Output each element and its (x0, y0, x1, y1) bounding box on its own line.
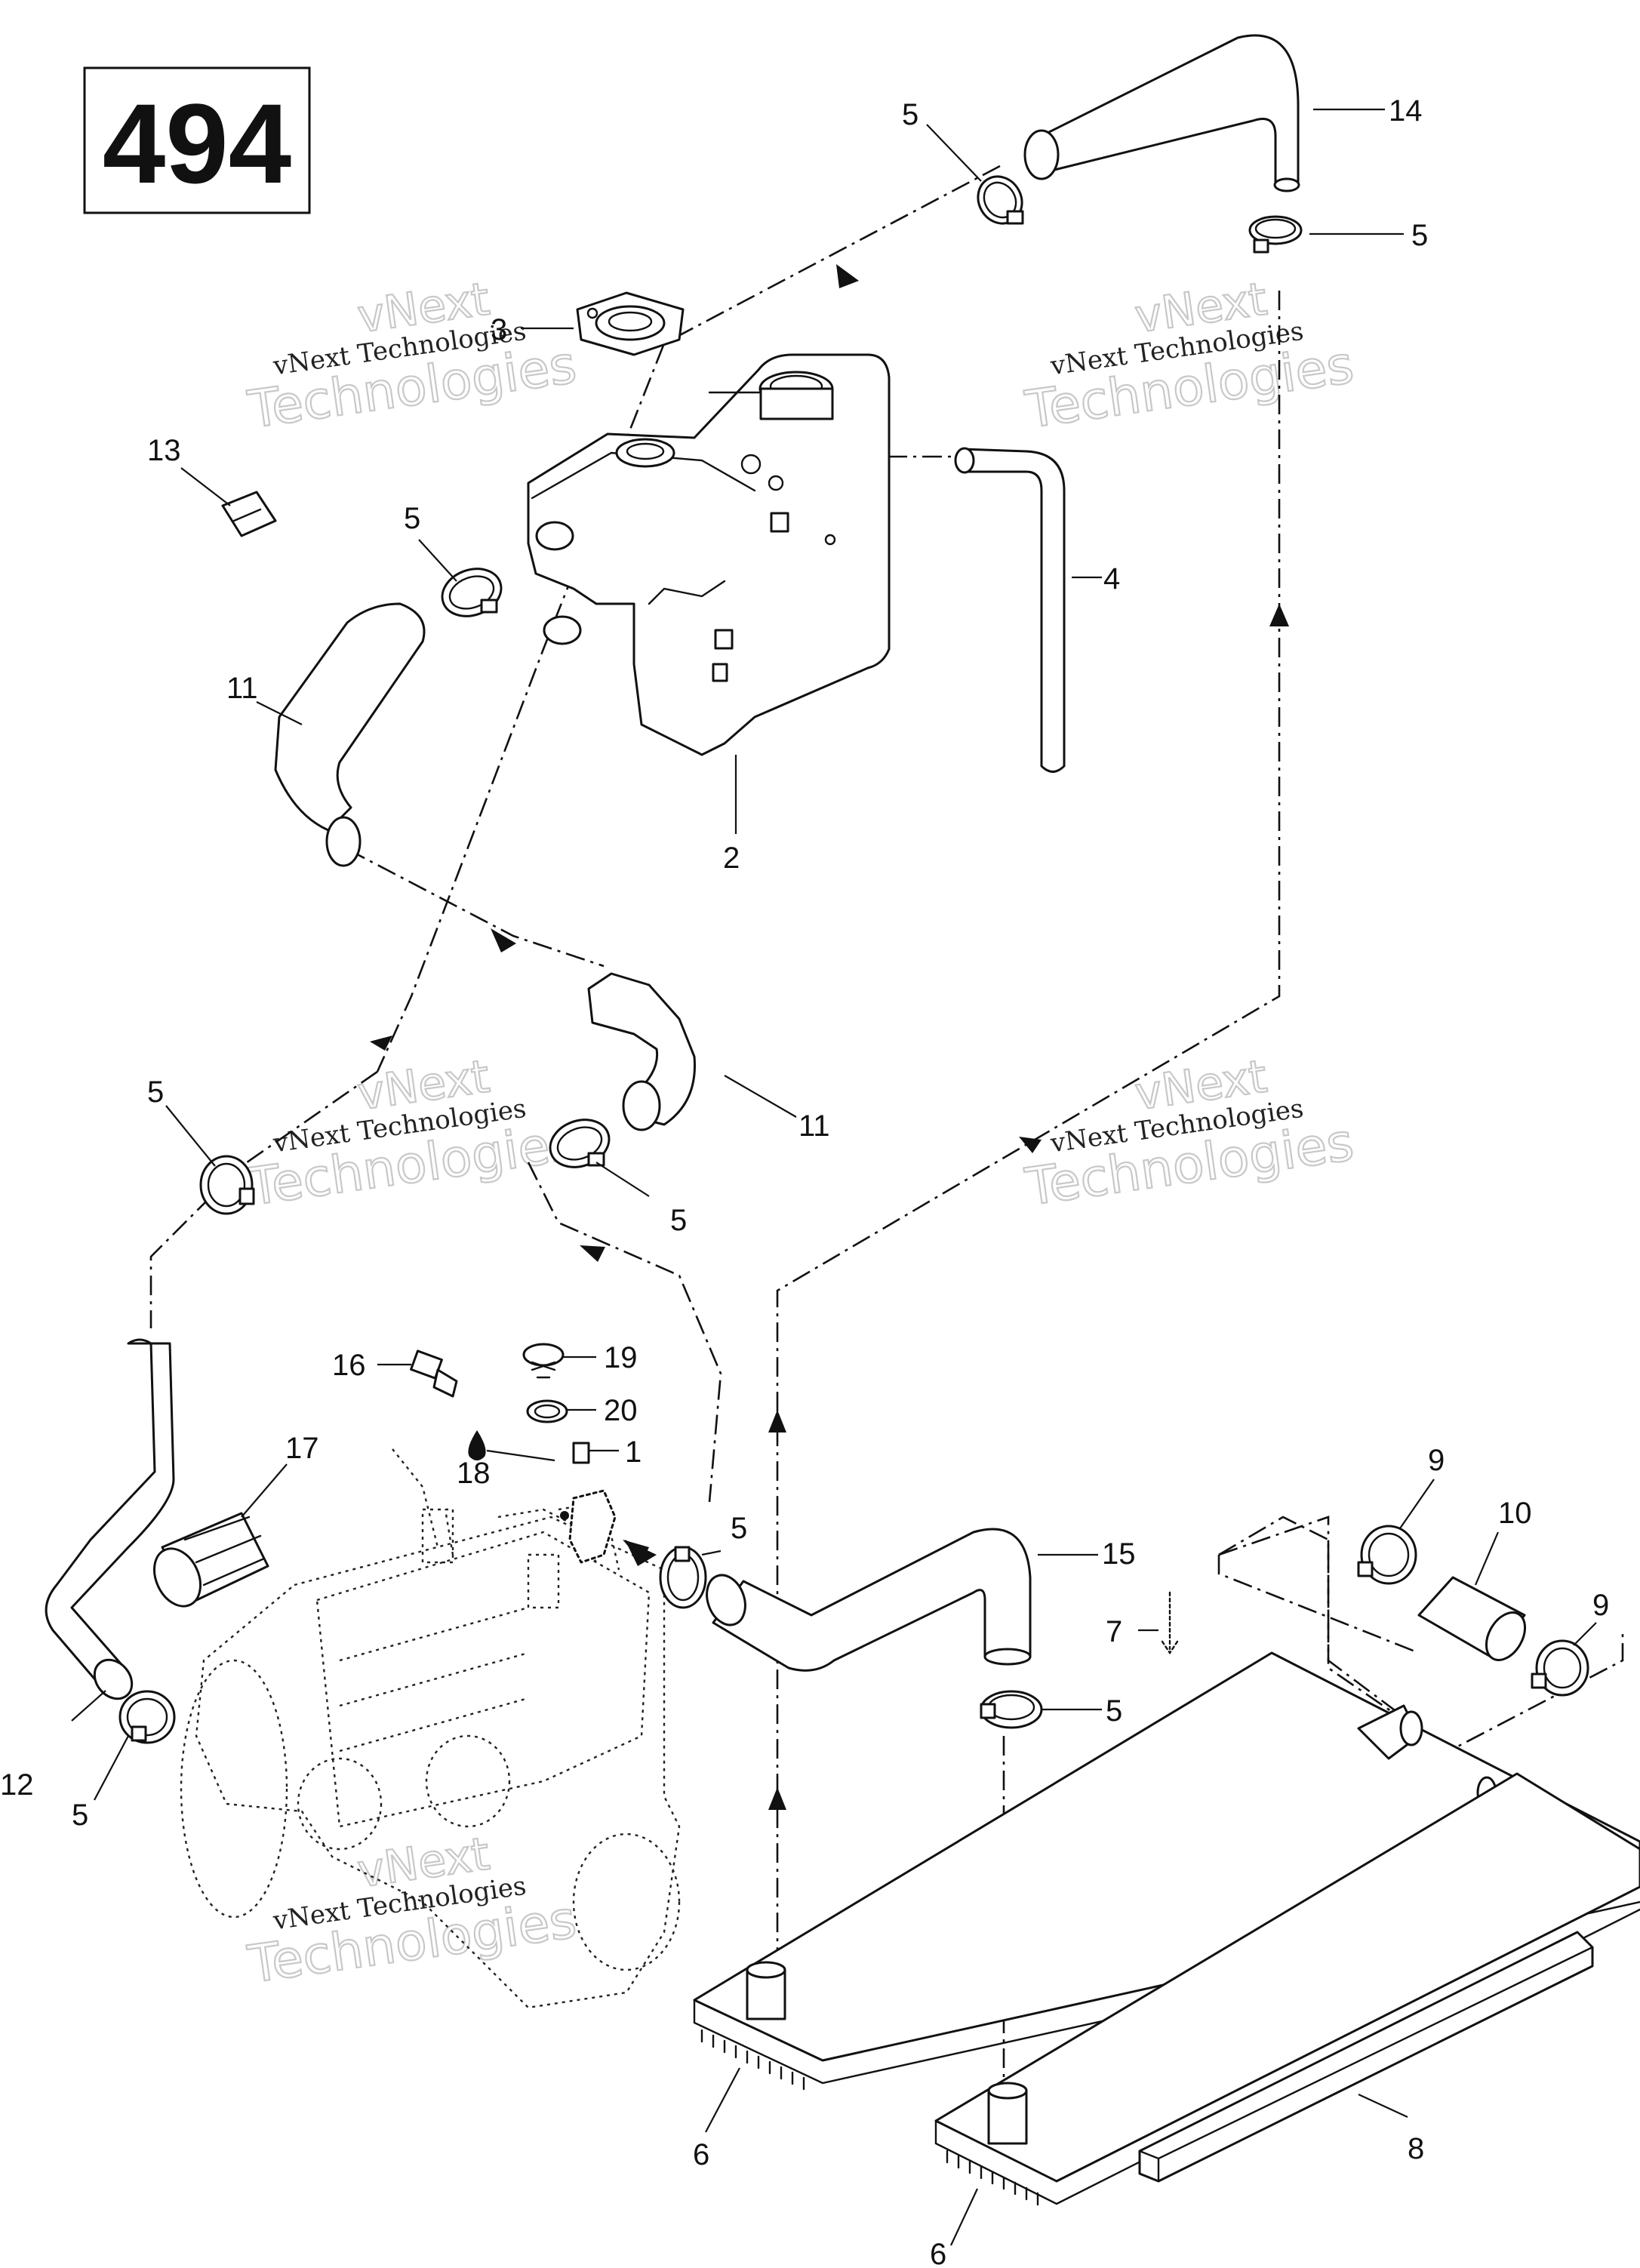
watermark-3: vNext vNext Technologies Technologies (244, 1049, 581, 1218)
clamp-5-bottom-left (118, 1690, 176, 1744)
flow-arrow (1269, 604, 1289, 626)
flow-arrow (580, 1245, 605, 1262)
callout-1: 1 (625, 1436, 642, 1469)
diagram-number-box: 494 (83, 66, 311, 214)
drop-18 (468, 1430, 486, 1460)
connector-box (1217, 1516, 1624, 1753)
callout-5: 5 (147, 1076, 164, 1109)
flow-arrow (1019, 1137, 1042, 1153)
engine-outlet (560, 1489, 617, 1564)
hose-4 (954, 447, 1066, 773)
clamp-5-engine (659, 1546, 707, 1609)
callout-3: 3 (491, 313, 507, 346)
callout-7: 7 (1106, 1615, 1122, 1648)
rail-8 (1138, 1931, 1594, 2183)
callout-5: 5 (72, 1799, 88, 1832)
tube-10 (1417, 1576, 1527, 1661)
callout-14: 14 (1389, 94, 1423, 128)
callout-9: 9 (1592, 1589, 1609, 1622)
callout-5: 5 (1106, 1694, 1122, 1728)
radiator-6-lower (934, 1772, 1640, 2206)
hose-14 (1023, 34, 1300, 192)
callout-4: 4 (1103, 562, 1120, 595)
oring-20 (526, 1399, 568, 1423)
clamp-9-right (1531, 1639, 1589, 1697)
watermark-2: vNext vNext Technologies Technologies (1021, 272, 1358, 441)
cap-3 (576, 291, 685, 356)
hose-12 (45, 1338, 175, 1700)
callouts: 14 5 5 3 13 5 4 11 2 5 11 5 16 19 20 17 … (0, 94, 1609, 2268)
callout-5: 5 (670, 1204, 687, 1237)
callout-18: 18 (457, 1457, 491, 1490)
watermark-5: vNext vNext Technologies Technologies (244, 1826, 581, 1996)
flow-arrow (491, 928, 516, 952)
watermark-group: vNext vNext Technologies Technologies vN… (244, 272, 1358, 1996)
callout-16: 16 (332, 1349, 366, 1382)
callout-12: 12 (0, 1768, 34, 1802)
clamp-5-left-mid (199, 1155, 255, 1215)
marker-7 (1161, 1591, 1179, 1655)
callout-13: 13 (147, 434, 181, 467)
thermostat-19 (522, 1343, 565, 1379)
clip-13 (221, 491, 277, 537)
diagram-number: 494 (103, 80, 291, 207)
clamp-9-left (1357, 1525, 1417, 1585)
callout-9: 9 (1428, 1444, 1445, 1477)
sleeve-17 (153, 1512, 269, 1608)
hose-15 (706, 1528, 1032, 1672)
flow-arrow (370, 1036, 392, 1051)
watermark-1: vNext vNext Technologies Technologies (244, 272, 581, 441)
callout-6: 6 (693, 2138, 709, 2171)
callout-10: 10 (1498, 1497, 1532, 1530)
callout-11: 11 (226, 672, 258, 705)
callout-5: 5 (731, 1512, 747, 1545)
hose-11-upper (274, 602, 426, 867)
tank-2 (527, 353, 891, 756)
fitting-1 (572, 1442, 590, 1464)
callout-5: 5 (902, 98, 918, 131)
flow-arrow (768, 1410, 786, 1433)
callout-5: 5 (1411, 219, 1428, 252)
callout-17: 17 (285, 1432, 319, 1465)
callout-11: 11 (798, 1109, 830, 1143)
clamp-5-radiator (980, 1690, 1043, 1729)
engine (180, 1448, 681, 2009)
clamp-5-top-left (977, 175, 1024, 225)
callout-19: 19 (604, 1341, 638, 1374)
hose-11-lower (587, 972, 696, 1131)
callout-6: 6 (930, 2238, 946, 2268)
leader-lines (71, 108, 1597, 2246)
clamp-5-top-right (1248, 215, 1303, 254)
callout-8: 8 (1408, 2132, 1424, 2165)
callout-2: 2 (723, 842, 740, 875)
clamp-5-hose11 (549, 1119, 611, 1168)
sensor-16 (410, 1349, 458, 1398)
callout-20: 20 (604, 1394, 638, 1427)
watermark-4: vNext vNext Technologies Technologies (1021, 1049, 1358, 1218)
callout-15: 15 (1102, 1537, 1136, 1571)
flow-arrow (625, 1540, 657, 1566)
flow-arrow (836, 264, 859, 288)
flow-arrow (768, 1787, 786, 1810)
callout-5: 5 (404, 502, 420, 535)
